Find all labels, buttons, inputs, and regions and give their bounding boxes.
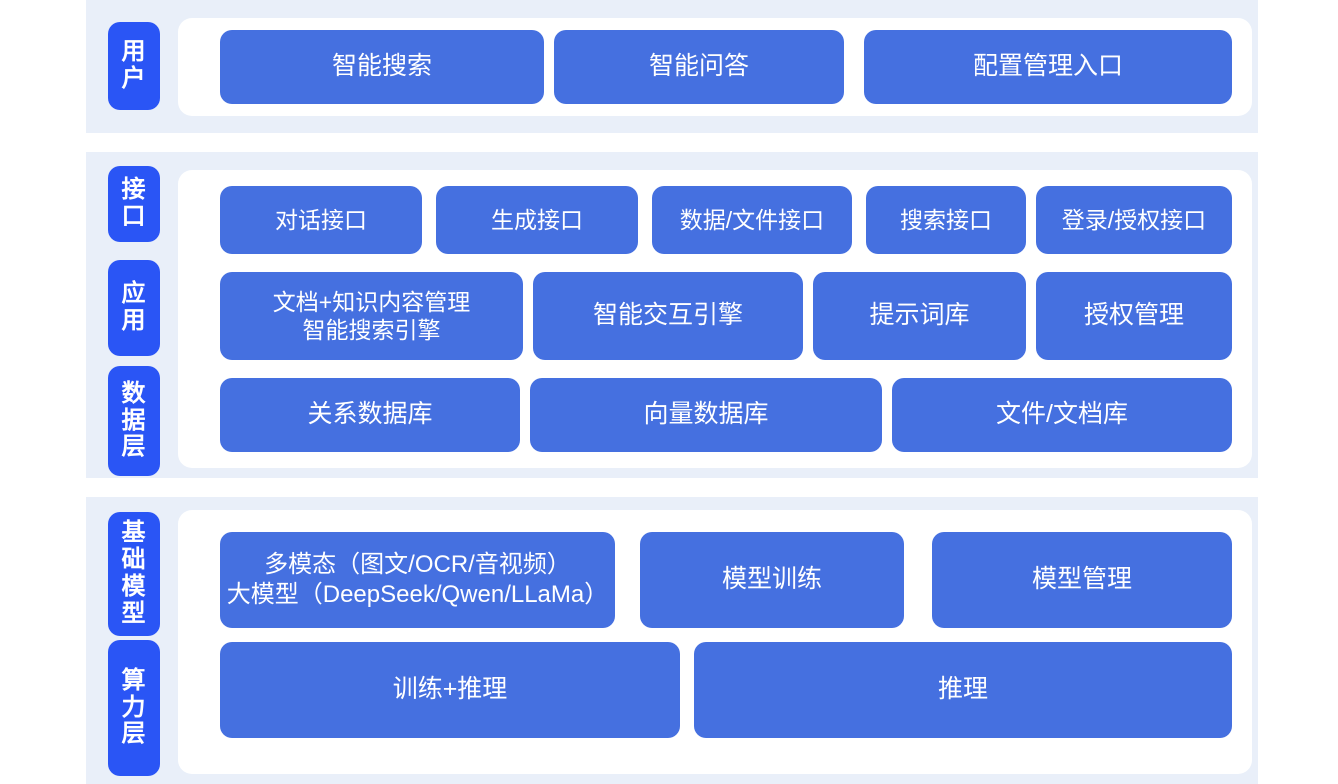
layer-chip-foundation-model[interactable]: 基础模型 — [108, 512, 160, 636]
layer-chip-data[interactable]: 数据层 — [108, 366, 160, 476]
layer-chip-interface[interactable]: 接口 — [108, 166, 160, 242]
box-interface-login-auth-api[interactable]: 登录/授权接口 — [1036, 186, 1232, 254]
box-compute-training-and-inference[interactable]: 训练+推理 — [220, 642, 680, 738]
box-user-config-management-entry[interactable]: 配置管理入口 — [864, 30, 1232, 104]
box-interface-search-api[interactable]: 搜索接口 — [866, 186, 1026, 254]
layer-chip-user[interactable]: 用户 — [108, 22, 160, 110]
box-interface-dialog-api[interactable]: 对话接口 — [220, 186, 422, 254]
layer-chip-foundation-model-label: 基础模型 — [121, 519, 147, 627]
box-user-smart-qa[interactable]: 智能问答 — [554, 30, 844, 104]
box-interface-data-file-api[interactable]: 数据/文件接口 — [652, 186, 852, 254]
layer-chip-application[interactable]: 应用 — [108, 260, 160, 356]
layer-chip-user-label: 用户 — [121, 38, 147, 92]
box-interface-generation-api[interactable]: 生成接口 — [436, 186, 638, 254]
box-application-doc-knowledge-management-search-engine[interactable]: 文档+知识内容管理 智能搜索引擎 — [220, 272, 523, 360]
box-application-smart-interaction-engine[interactable]: 智能交互引擎 — [533, 272, 803, 360]
box-user-smart-search[interactable]: 智能搜索 — [220, 30, 544, 104]
box-data-vector-database[interactable]: 向量数据库 — [530, 378, 882, 452]
box-foundation-multimodal-large-model[interactable]: 多模态（图文/OCR/音视频） 大模型（DeepSeek/Qwen/LLaMa） — [220, 532, 615, 628]
layer-chip-compute-label: 算力层 — [121, 666, 147, 748]
box-application-prompt-library[interactable]: 提示词库 — [813, 272, 1026, 360]
box-compute-inference[interactable]: 推理 — [694, 642, 1232, 738]
box-foundation-model-management[interactable]: 模型管理 — [932, 532, 1232, 628]
box-data-relational-database[interactable]: 关系数据库 — [220, 378, 520, 452]
layer-chip-interface-label: 接口 — [121, 176, 147, 230]
box-data-file-document-store[interactable]: 文件/文档库 — [892, 378, 1232, 452]
layer-chip-application-label: 应用 — [121, 280, 147, 334]
box-foundation-model-training[interactable]: 模型训练 — [640, 532, 904, 628]
layer-chip-compute[interactable]: 算力层 — [108, 640, 160, 776]
box-application-authorization-management[interactable]: 授权管理 — [1036, 272, 1232, 360]
layer-chip-data-label: 数据层 — [121, 379, 147, 461]
